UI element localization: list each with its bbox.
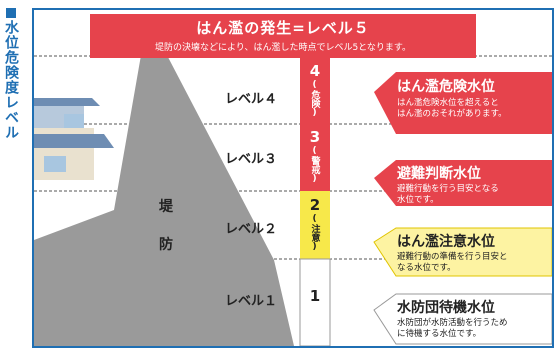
callout-1-title: 水防団待機水位: [397, 300, 495, 316]
callout-1-desc-1: 水防団が水防活動を行うため: [397, 318, 508, 328]
level-2-number-cell: 2 (注意): [300, 196, 330, 252]
callout-3: 避難判断水位 避難行動を行う目安となる 水位です。: [397, 163, 547, 206]
side-title-text: 水位危険度レベル: [3, 20, 19, 140]
level-3-number: 3: [309, 128, 321, 146]
callout-box-3: [374, 160, 552, 206]
callout-1: 水防団待機水位 水防団が水防活動を行うため に待機する水位です。: [397, 297, 547, 340]
level-2-label: レベル２: [225, 222, 278, 237]
level-column: [299, 56, 331, 346]
callout-3-desc-2: 水位です。: [397, 195, 439, 205]
callout-box-4: [374, 72, 552, 134]
callout-3-title: 避難判断水位: [397, 166, 481, 182]
level-4-note: (危険): [309, 80, 320, 118]
level-4-label: レベル４: [225, 92, 278, 107]
callout-4-title: はん濫危険水位: [397, 79, 495, 95]
levee-label-bottom: 防: [159, 237, 173, 253]
callout-4-desc-1: はん濫危険水位を超えると: [397, 98, 499, 108]
level-3-note: (警戒): [309, 146, 320, 184]
callout-box-2: [373, 227, 552, 277]
callout-2: はん濫注意水位 避難行動の準備を行う目安と なる水位です。: [397, 231, 547, 274]
level-3-label: レベル３: [225, 152, 278, 167]
callout-1-desc-2: に待機する水位です。: [397, 329, 482, 339]
level-1-label: レベル１: [225, 294, 278, 309]
water-level-diagram: [34, 38, 552, 346]
level-2-number: 2: [309, 196, 321, 214]
callout-4-desc-2: はん濫のおそれがあります。: [397, 109, 507, 119]
diagram-frame: [32, 8, 554, 348]
banner-title: はん濫の発生=レベル５: [196, 19, 370, 37]
callout-box-1: [373, 293, 552, 345]
levee-label-top: 堤: [159, 199, 173, 215]
callout-2-desc-2: なる水位です。: [397, 263, 456, 273]
level-2-note: (注意): [309, 214, 320, 252]
callout-3-desc-1: 避難行動を行う目安となる: [397, 184, 499, 194]
top-banner: はん濫の発生=レベル５ 堤防の決壊などにより、はん濫した時点でレベル5となります…: [90, 14, 476, 58]
level-1-number: 1: [309, 287, 321, 305]
level-4-number: 4: [309, 62, 321, 80]
callout-2-title: はん濫注意水位: [397, 234, 495, 250]
side-title: 水位危険度レベル: [0, 8, 30, 140]
callout-2-desc-1: 避難行動の準備を行う目安と: [397, 252, 508, 262]
level-4-number-cell: 4 (危険): [300, 62, 330, 118]
levee-shape: [34, 38, 294, 346]
banner-subtitle: 堤防の決壊などにより、はん濫した時点でレベル5となります。: [154, 43, 412, 53]
side-title-square: [6, 8, 16, 18]
callout-4: はん濫危険水位 はん濫危険水位を超えると はん濫のおそれがあります。: [397, 76, 547, 120]
house-illustration: [34, 98, 114, 180]
level-3-number-cell: 3 (警戒): [300, 128, 330, 184]
